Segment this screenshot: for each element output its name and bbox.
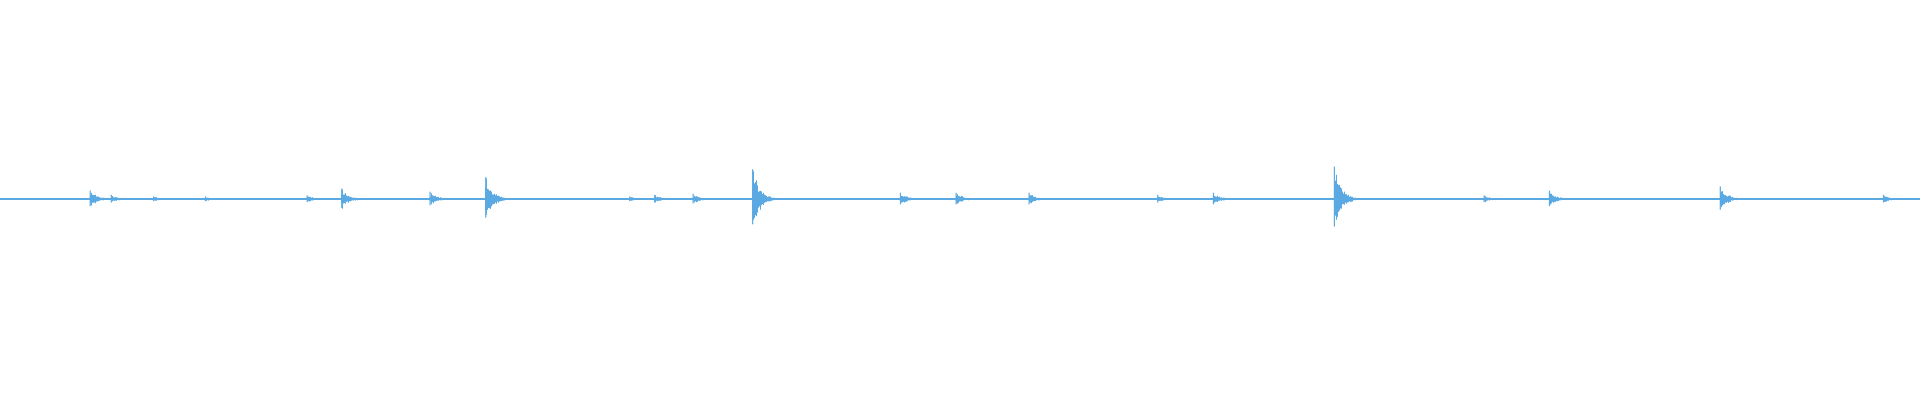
waveform-trace — [0, 166, 1920, 227]
